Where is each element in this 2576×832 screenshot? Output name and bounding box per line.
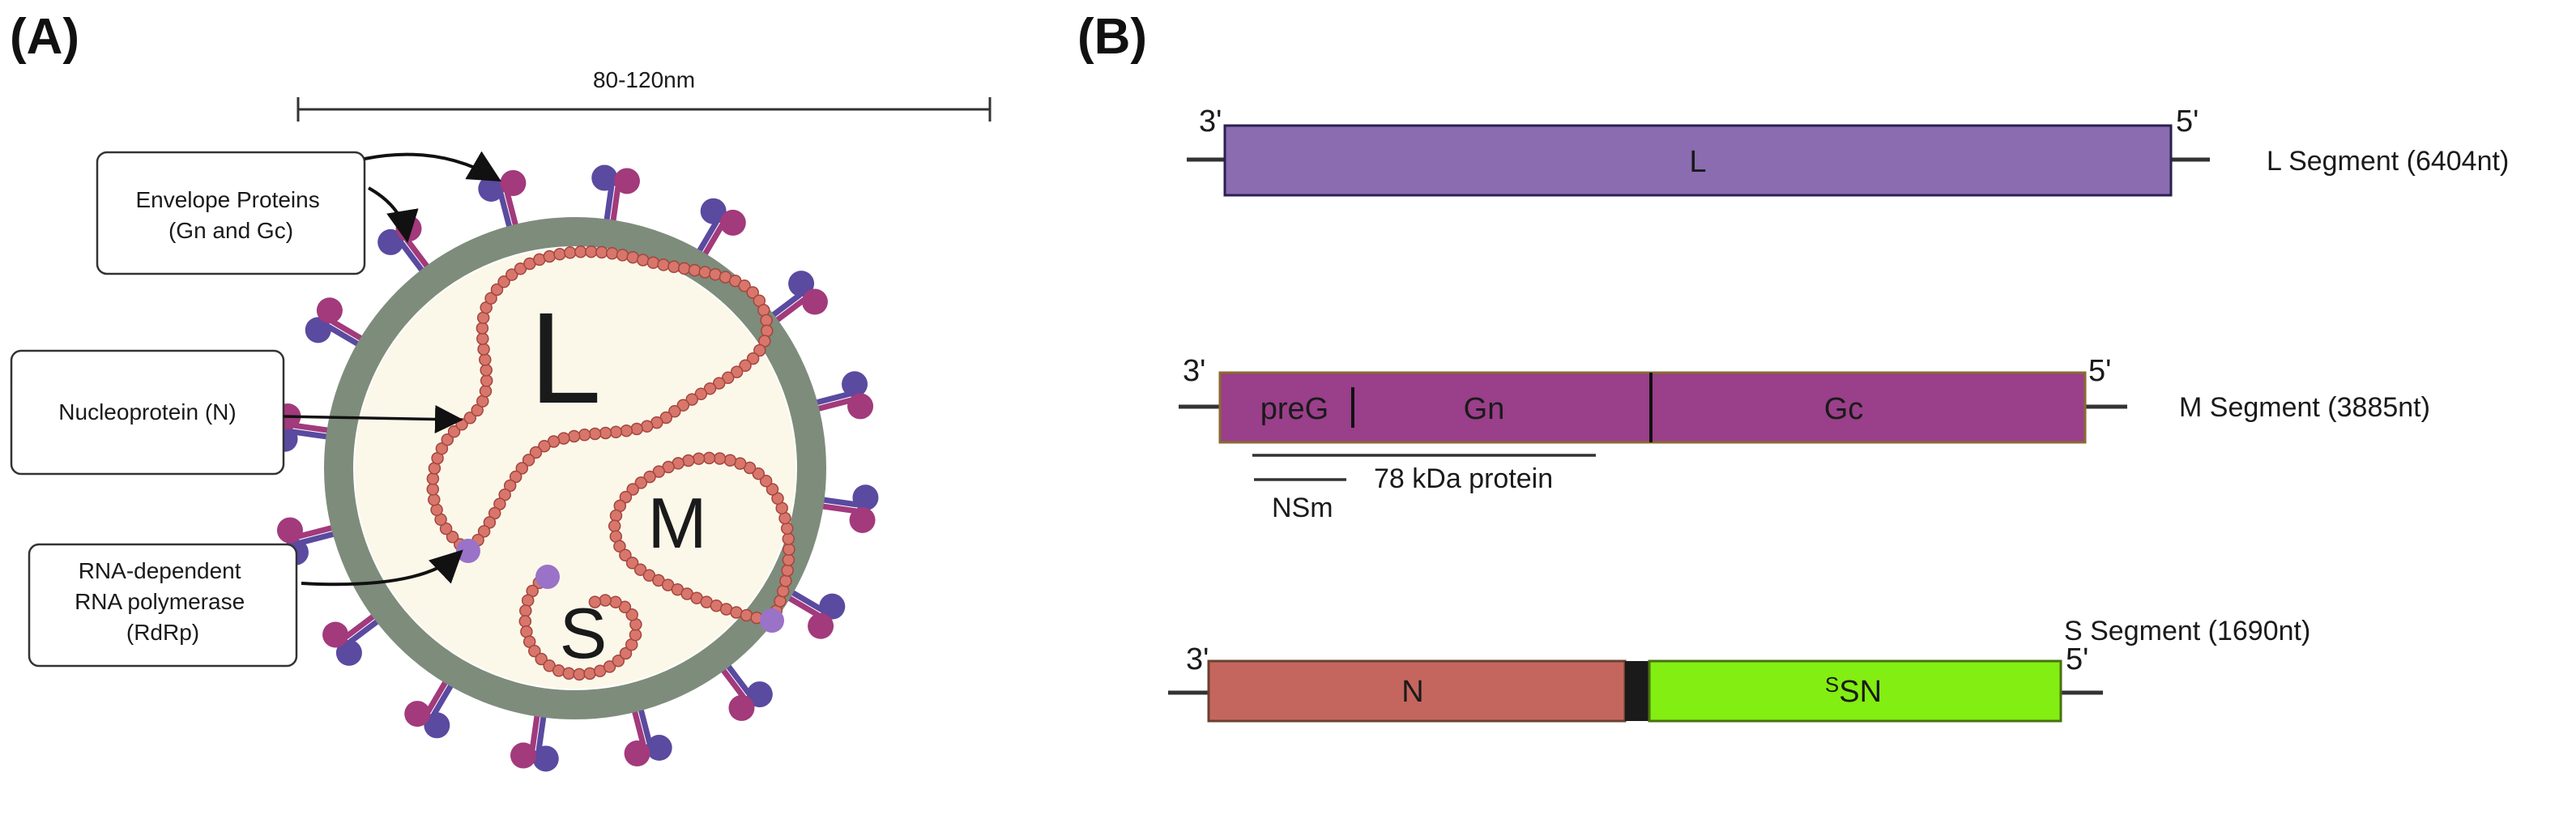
rnp-strand-l: [426, 245, 774, 557]
rdrp-dot-l: [456, 539, 480, 563]
kda-protein-label: 78 kDa protein: [1374, 463, 1553, 494]
callout-envelope-line-1: Envelope Proteins: [135, 187, 319, 212]
s-segment-label: S Segment (1690nt): [2064, 616, 2310, 646]
callout-envelope-arrow-2: [368, 186, 419, 243]
callout-rdrp-line-1: RNA-dependent: [79, 558, 241, 583]
s-3prime: 3': [1186, 642, 1209, 676]
segment-letter-l: L: [530, 285, 602, 430]
segment-letter-s: S: [560, 593, 608, 673]
m-segment-label: M Segment (3885nt): [2179, 392, 2430, 423]
callout-rdrp-line-3: (RdRp): [126, 620, 199, 645]
callout-nucleoprotein-arrow: [283, 404, 463, 433]
l-3prime: 3': [1199, 105, 1222, 139]
rdrp-dot-m: [760, 608, 784, 633]
rnp-strand-m: [608, 451, 795, 627]
gn-label: Gn: [1464, 392, 1505, 426]
spike-7: [709, 648, 773, 721]
callout-envelope-line-2: (Gn and Gc): [168, 218, 293, 243]
envelope-glycoproteins: [271, 164, 879, 772]
n-gene-bar: [1207, 659, 1627, 723]
l-segment-label: L Segment (6404nt): [2267, 146, 2509, 177]
callout-rdrp-arrow: [301, 549, 463, 587]
panel-label-a: (A): [10, 9, 79, 65]
panel-label-b: (B): [1077, 9, 1147, 65]
callout-rdrp: RNA-dependent RNA polymerase (RdRp): [28, 543, 463, 668]
m-3prime: 3': [1183, 354, 1205, 388]
l-gene-label: L: [1689, 145, 1706, 179]
ribonucleoprotein-strands: [426, 245, 795, 681]
virion-interior: [355, 248, 795, 689]
svg-text:Envelope Proteins (Gn an: Envelope Proteins (Gn and Gc): [135, 187, 326, 243]
callout-envelope-arrow-1: [364, 151, 501, 182]
callout-envelope-proteins: Envelope Proteins (Gn and Gc): [96, 151, 501, 275]
intergenic-region: [1625, 661, 1649, 721]
svg-text:RNA-dependent RNA polyme: RNA-dependent RNA polymerase (RdRp): [75, 558, 251, 645]
virion-membrane: [324, 217, 826, 719]
l-gene-bar: [1223, 124, 2173, 197]
nsm-label: NSm: [1272, 493, 1333, 523]
preg-label: preG: [1260, 392, 1329, 426]
scale-bar: 80-120nm: [296, 67, 992, 122]
nss-main: SN: [1839, 675, 1882, 709]
scale-label: 80-120nm: [593, 67, 695, 92]
nss-gene-label: SSN: [1825, 672, 1882, 709]
l-segment: L 3' 5' L Segment (6404nt): [1187, 105, 2509, 197]
s-5prime: 5': [2066, 642, 2088, 676]
rdrp-dot-s: [535, 565, 560, 589]
l-5prime: 5': [2176, 105, 2199, 139]
nss-gene-bar: [1648, 659, 2062, 723]
m-5prime: 5': [2088, 354, 2111, 388]
segment-letter-m: M: [647, 483, 706, 563]
m-segment: preG Gn Gc 3' 5' M Segment (3885nt) NSm …: [1179, 354, 2430, 523]
s-segment: N SSN 3' 5' S Segment (1690nt): [1168, 616, 2310, 723]
callout-rdrp-line-2: RNA polymerase: [75, 589, 245, 614]
callout-nucleoprotein-text: Nucleoprotein (N): [58, 399, 236, 425]
nss-prefix: S: [1825, 672, 1839, 697]
gc-label: Gc: [1824, 392, 1864, 426]
n-gene-label: N: [1401, 675, 1423, 709]
spike-8: [624, 689, 672, 767]
callout-nucleoprotein: Nucleoprotein (N): [10, 349, 463, 476]
